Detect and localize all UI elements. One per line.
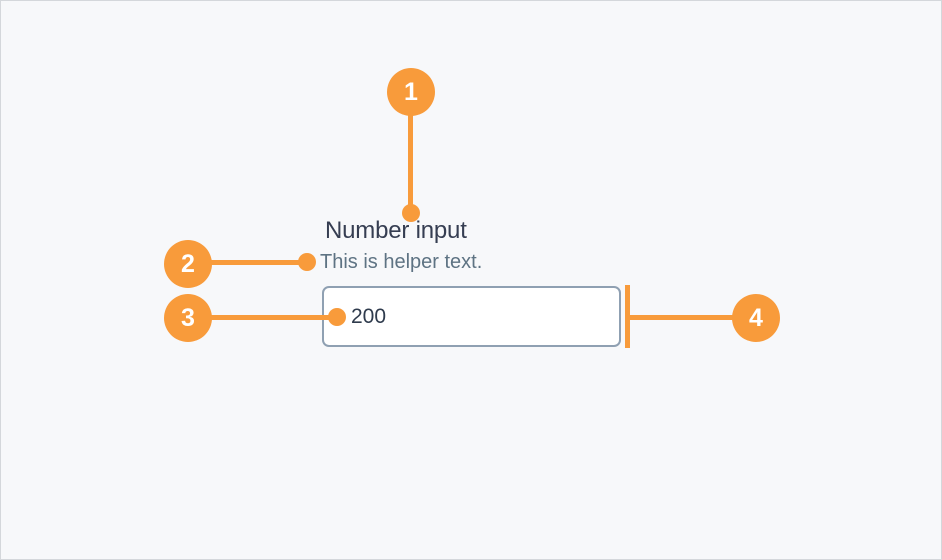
callout-badge-4: 4 <box>732 294 780 342</box>
number-input-helper-text: This is helper text. <box>320 251 483 273</box>
number-input-field[interactable] <box>322 286 621 347</box>
callout-line-1 <box>408 111 413 213</box>
callout-number-3: 3 <box>181 303 195 332</box>
number-input-label: Number input <box>325 217 467 244</box>
callout-badge-1: 1 <box>387 68 435 116</box>
callout-line-4 <box>630 315 734 320</box>
callout-number-2: 2 <box>181 249 195 278</box>
callout-badge-2: 2 <box>164 240 212 288</box>
callout-line-2 <box>206 260 307 265</box>
callout-dot-1 <box>402 204 420 222</box>
callout-badge-3: 3 <box>164 294 212 342</box>
callout-dot-2 <box>298 253 316 271</box>
callout-number-1: 1 <box>404 77 418 106</box>
callout-number-4: 4 <box>749 303 763 332</box>
callout-edge-bar-4 <box>625 285 630 348</box>
callout-dot-3 <box>328 308 346 326</box>
callout-line-3 <box>206 315 337 320</box>
